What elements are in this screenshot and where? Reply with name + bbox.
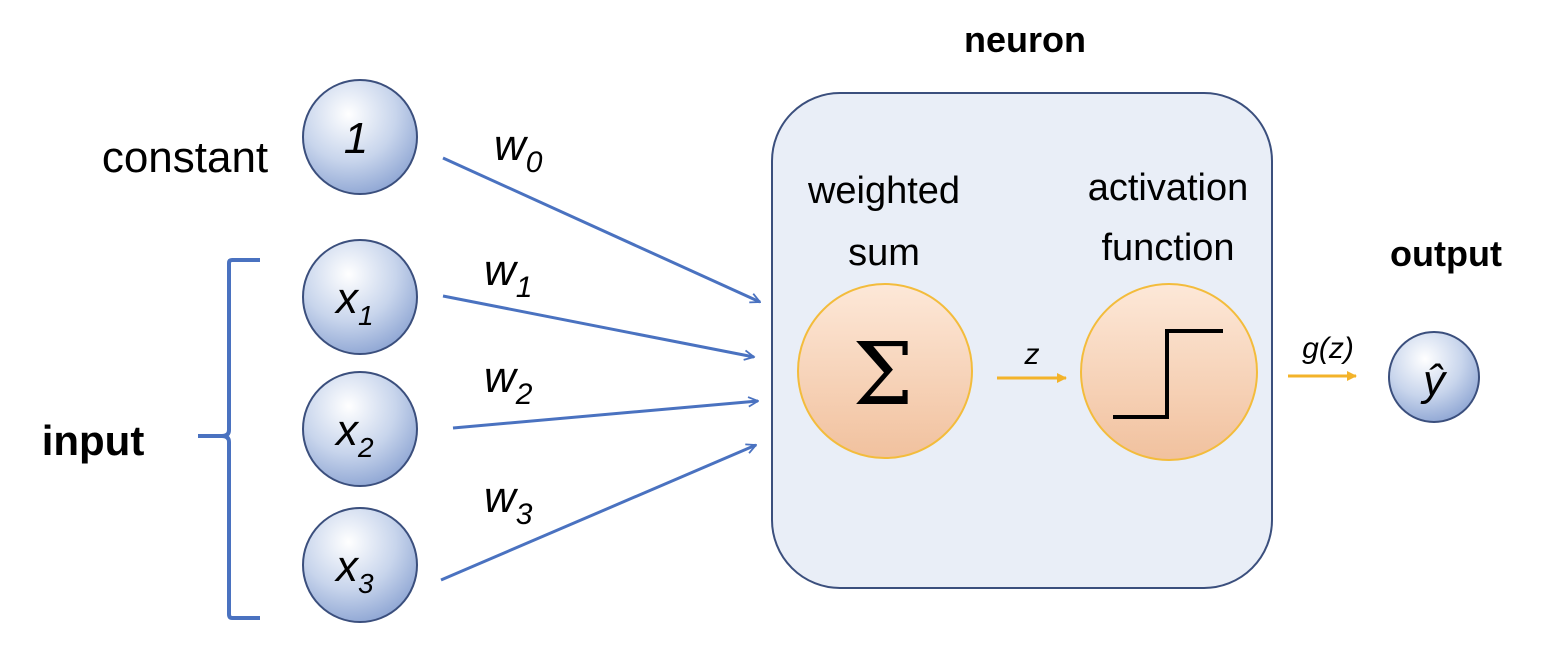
neuron-box	[771, 92, 1273, 589]
bias-node-value: 1	[344, 114, 368, 163]
x1-subscript: 1	[358, 300, 374, 331]
sigma-symbol: Σ	[853, 325, 914, 425]
activation-label: activation	[1088, 167, 1249, 209]
neuron-title: neuron	[964, 19, 1086, 60]
svg-text:x3: x3	[334, 542, 374, 599]
weight-w0: w0	[494, 121, 543, 179]
gz-label: g(z)	[1302, 332, 1354, 365]
x2-base: x	[334, 406, 360, 455]
x2-subscript: 2	[357, 432, 374, 463]
svg-text:x2: x2	[334, 406, 374, 463]
weight-w2: w2	[484, 353, 533, 411]
activation-function-node	[1080, 283, 1258, 461]
x1-base: x	[334, 274, 360, 323]
y-hat-symbol: ŷ	[1420, 356, 1448, 405]
sum-label: sum	[848, 232, 920, 274]
weight-w3: w3	[484, 473, 533, 531]
output-node: ŷ	[1388, 331, 1480, 423]
input-node-x2: x2	[302, 371, 418, 487]
input-bracket	[198, 258, 260, 620]
x3-base: x	[334, 542, 360, 591]
edge-w0	[442, 156, 760, 304]
edge-w3	[440, 445, 756, 582]
constant-label: constant	[102, 133, 268, 182]
input-node-x3: x3	[302, 507, 418, 623]
output-label: output	[1390, 233, 1502, 274]
x3-subscript: 3	[358, 568, 374, 599]
weighted-sum-node: Σ	[797, 283, 973, 459]
weight-w1: w1	[484, 246, 532, 304]
step-function-icon	[1113, 329, 1223, 419]
svg-text:x1: x1	[334, 274, 374, 331]
edge-w2	[452, 401, 758, 430]
input-label: input	[42, 417, 145, 464]
edge-w1	[442, 294, 754, 357]
input-node-x1: x1	[302, 239, 418, 355]
function-label: function	[1101, 227, 1234, 269]
z-label: z	[1024, 338, 1040, 371]
bias-node: 1	[302, 79, 418, 195]
weighted-label: weighted	[807, 170, 960, 212]
